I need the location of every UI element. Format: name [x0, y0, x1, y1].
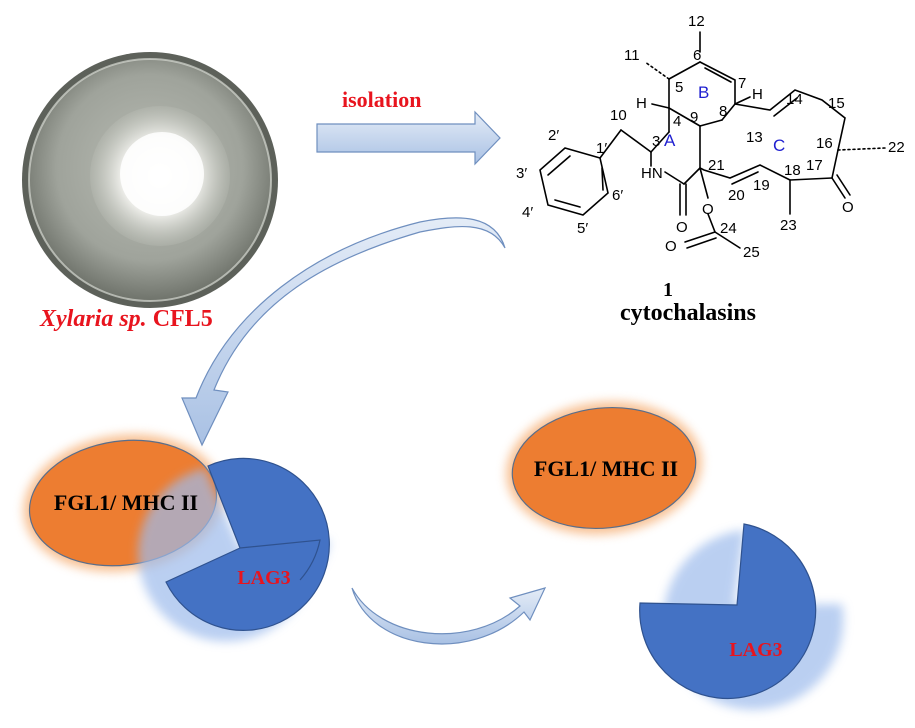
atom-label-4p: 4′ — [522, 204, 533, 221]
atom-label-14: 14 — [786, 91, 803, 108]
inhibition-curved-arrow — [181, 217, 506, 447]
atom-label-17: 17 — [806, 157, 823, 174]
atom-o-lactam: O — [676, 219, 688, 236]
atom-label-3p: 3′ — [516, 165, 527, 182]
atom-h-4: H — [636, 95, 647, 112]
isolation-label: isolation — [342, 87, 421, 112]
right-ligand-label: FGL1/ MHC II — [534, 456, 678, 481]
dissociation-curved-arrow — [351, 587, 547, 645]
atom-label-16: 16 — [816, 135, 833, 152]
atom-label-13: 13 — [746, 129, 763, 146]
compound-number: 1 — [663, 279, 673, 301]
right-receptor-label: LAG3 — [729, 639, 782, 661]
right-complex: FGL1/ MHC II LAG3 — [506, 401, 844, 710]
atom-label-19: 19 — [753, 177, 770, 194]
ring-label-a: A — [664, 131, 676, 150]
atom-label-15: 15 — [828, 95, 845, 112]
atom-label-7: 7 — [738, 75, 746, 92]
atom-label-4: 4 — [673, 113, 681, 130]
atom-label-1p: 1′ — [596, 140, 607, 157]
isolation-arrow — [316, 110, 501, 166]
right-ligand-shape — [511, 406, 697, 530]
atom-label-21: 21 — [708, 157, 725, 174]
atom-label-20: 20 — [728, 187, 745, 204]
atom-o-carbonyl: O — [665, 238, 677, 255]
atom-label-12: 12 — [688, 13, 705, 30]
organism-strain: CFL5 — [147, 306, 213, 332]
atom-label-10: 10 — [610, 107, 627, 124]
atom-label-9: 9 — [690, 109, 698, 126]
organism-genus: Xylaria sp. — [39, 306, 147, 332]
atom-label-24: 24 — [720, 220, 737, 237]
atom-label-6: 6 — [693, 47, 701, 64]
left-ligand-label: FGL1/ MHC II — [54, 490, 198, 515]
atom-label-11: 11 — [624, 47, 640, 64]
ring-label-c: C — [773, 136, 785, 155]
organism-label: Xylaria sp. CFL5 — [39, 306, 213, 332]
atom-label-2p: 2′ — [548, 127, 559, 144]
atom-label-22: 22 — [888, 139, 905, 156]
atom-label-18: 18 — [784, 162, 801, 179]
compound-class-name: cytochalasins — [620, 300, 756, 326]
atom-label-25: 25 — [743, 244, 760, 261]
ring-label-b: B — [698, 83, 709, 102]
chemical-structure: 12 11 6 7 5 B 14 15 10 8 9 4 H H A 13 C … — [516, 13, 905, 261]
atom-label-8: 8 — [719, 103, 727, 120]
atom-label-6p: 6′ — [612, 187, 623, 204]
petri-dish-photo — [22, 52, 278, 308]
atom-label-3: 3 — [652, 133, 660, 150]
atom-label-5: 5 — [675, 79, 683, 96]
atom-hn: HN — [641, 165, 663, 182]
atom-h-8: H — [752, 86, 763, 103]
left-receptor-label: LAG3 — [237, 567, 290, 589]
right-receptor-shape — [639, 523, 817, 700]
atom-o-ester: O — [702, 201, 714, 218]
left-receptor-shape — [165, 457, 330, 631]
atom-label-5p: 5′ — [577, 220, 588, 237]
atom-label-23: 23 — [780, 217, 797, 234]
left-complex: FGL1/ MHC II LAG3 — [23, 434, 330, 642]
atom-o-ketone: O — [842, 199, 854, 216]
